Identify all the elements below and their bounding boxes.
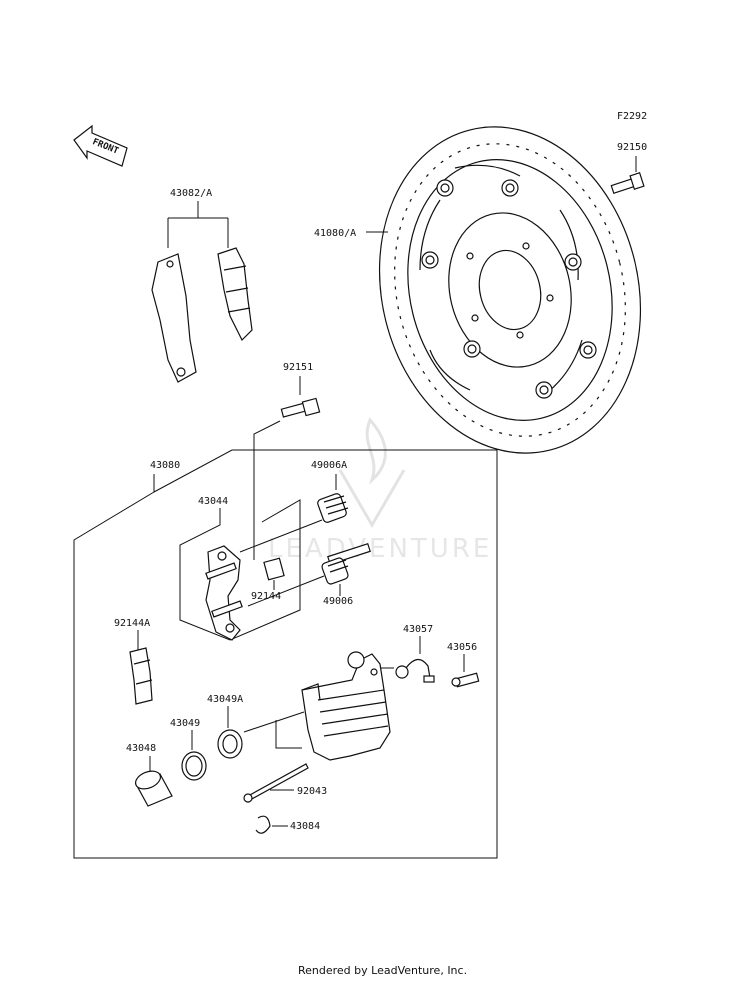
label-92151: 92151 <box>283 362 313 373</box>
bleed-cap <box>395 658 435 683</box>
dust-boot-upper <box>317 493 349 523</box>
label-49006: 49006 <box>323 596 353 607</box>
diagram-code: F2292 <box>617 111 647 122</box>
caliper-bracket <box>205 545 243 641</box>
label-92144: 92144 <box>251 591 281 602</box>
pad-spring <box>129 647 153 705</box>
caliper-bolt <box>280 397 321 418</box>
label-43049: 43049 <box>170 718 200 729</box>
disc-bolt <box>610 172 645 194</box>
label-43044: 43044 <box>198 496 228 507</box>
caliper-body <box>301 651 391 761</box>
piston-seal <box>217 729 243 759</box>
label-92150: 92150 <box>617 142 647 153</box>
label-43056: 43056 <box>447 642 477 653</box>
label-41080A: 41080/A <box>314 228 356 239</box>
label-43080: 43080 <box>150 460 180 471</box>
pad-pin <box>243 763 309 803</box>
bleed-valve <box>451 672 480 688</box>
label-43084: 43084 <box>290 821 320 832</box>
label-43049A: 43049A <box>207 694 243 705</box>
label-43057: 43057 <box>403 624 433 635</box>
watermark-text: LEADVENTURE <box>268 534 492 564</box>
pin-clip <box>255 815 271 834</box>
brake-pad-left <box>151 253 197 383</box>
label-43082A: 43082/A <box>170 188 212 199</box>
label-49006A: 49006A <box>311 460 347 471</box>
label-43048: 43048 <box>126 743 156 754</box>
brake-disc <box>378 126 642 454</box>
label-92144A: 92144A <box>114 618 150 629</box>
dust-boot-lower <box>321 557 349 585</box>
label-92043: 92043 <box>297 786 327 797</box>
front-arrow-icon: FRONT <box>73 124 128 167</box>
brake-pad-right <box>217 247 253 342</box>
clip <box>263 557 285 581</box>
dust-seal <box>181 751 207 781</box>
piston <box>134 770 173 807</box>
watermark-logo: LEADVENTURE <box>268 417 492 564</box>
footer-credit: Rendered by LeadVenture, Inc. <box>298 964 467 977</box>
